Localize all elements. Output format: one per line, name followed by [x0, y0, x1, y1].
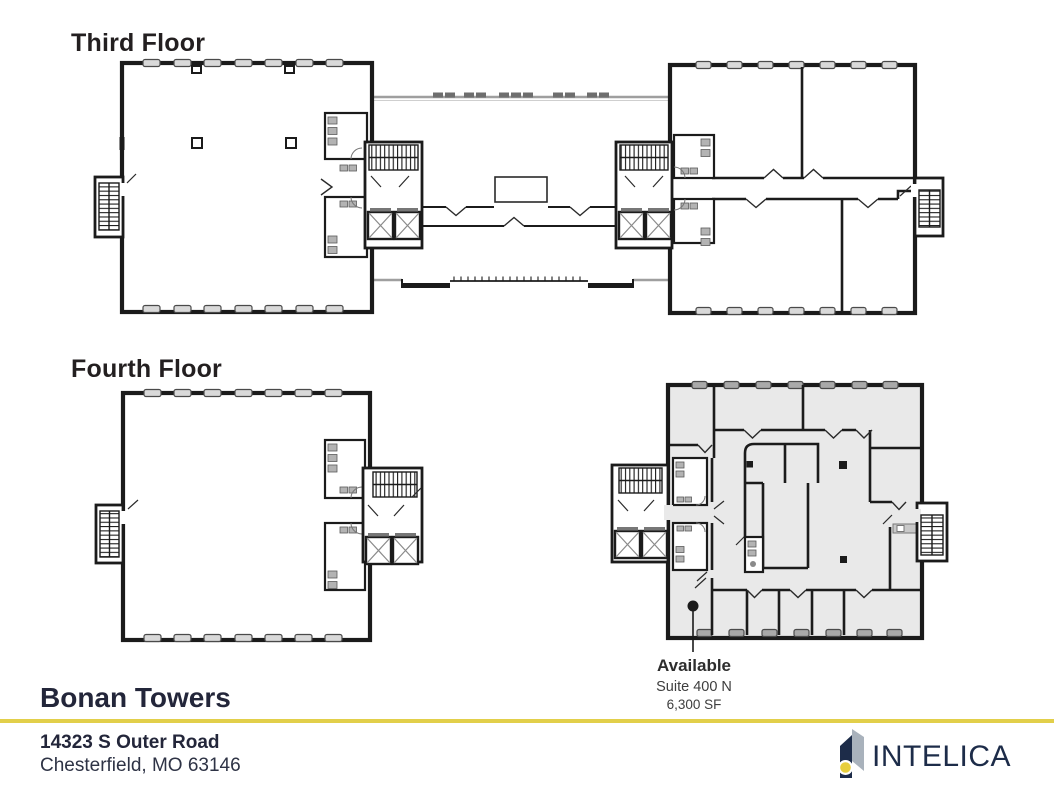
south-wing-core [614, 140, 674, 250]
north-wing-restrooms [320, 111, 369, 259]
atrium-south-entry [374, 276, 668, 288]
column [285, 137, 297, 149]
interior-walls [668, 385, 922, 635]
north-wing-core [361, 466, 424, 566]
third-floor-title: Third Floor [71, 29, 206, 57]
column [839, 461, 847, 469]
fourth-floor-title: Fourth Floor [71, 355, 222, 383]
suite-core [610, 463, 673, 564]
address-line-2: Chesterfield, MO 63146 [40, 755, 241, 776]
available-area: 6,300 SF [666, 697, 722, 712]
elevator [640, 525, 669, 560]
interior-walls [712, 67, 913, 311]
fourth-floor-plan [94, 380, 949, 652]
elevator [644, 206, 673, 241]
atrium-corridor-walls [422, 206, 616, 227]
building-name: Bonan Towers [40, 682, 231, 713]
elevator [613, 525, 642, 560]
north-wing-restrooms [323, 438, 367, 592]
north-wing-core [363, 140, 424, 250]
location-dot [687, 600, 699, 612]
curtainwall-mullions [433, 92, 609, 98]
third-floor-south-wing [614, 60, 945, 316]
suite-restrooms [671, 456, 709, 572]
available-suite: Suite 400 N [656, 679, 732, 695]
elevator [617, 206, 646, 241]
south-wing-restrooms [672, 133, 716, 246]
address-line-1: 14323 S Outer Road [40, 732, 220, 753]
divider-rule [0, 719, 1054, 723]
intelica-logo-text: INTELICA [872, 740, 1012, 773]
third-floor-plan [93, 58, 945, 316]
intelica-building-icon [838, 729, 864, 778]
available-suite-area [665, 382, 925, 641]
column [840, 556, 847, 563]
column [191, 137, 203, 149]
elevator [393, 206, 422, 241]
elevator [391, 531, 420, 566]
elevator [366, 206, 395, 241]
fourth-floor-north-wing [94, 388, 424, 643]
available-callout: Available Suite 400 N 6,300 SF [626, 656, 762, 712]
elevator [364, 531, 393, 566]
intelica-logo: INTELICA [838, 729, 1048, 789]
third-floor-north-wing [93, 58, 424, 315]
atrium-opening [494, 176, 548, 203]
available-label: Available [656, 656, 732, 675]
fourth-floor-available-suite [610, 380, 949, 652]
